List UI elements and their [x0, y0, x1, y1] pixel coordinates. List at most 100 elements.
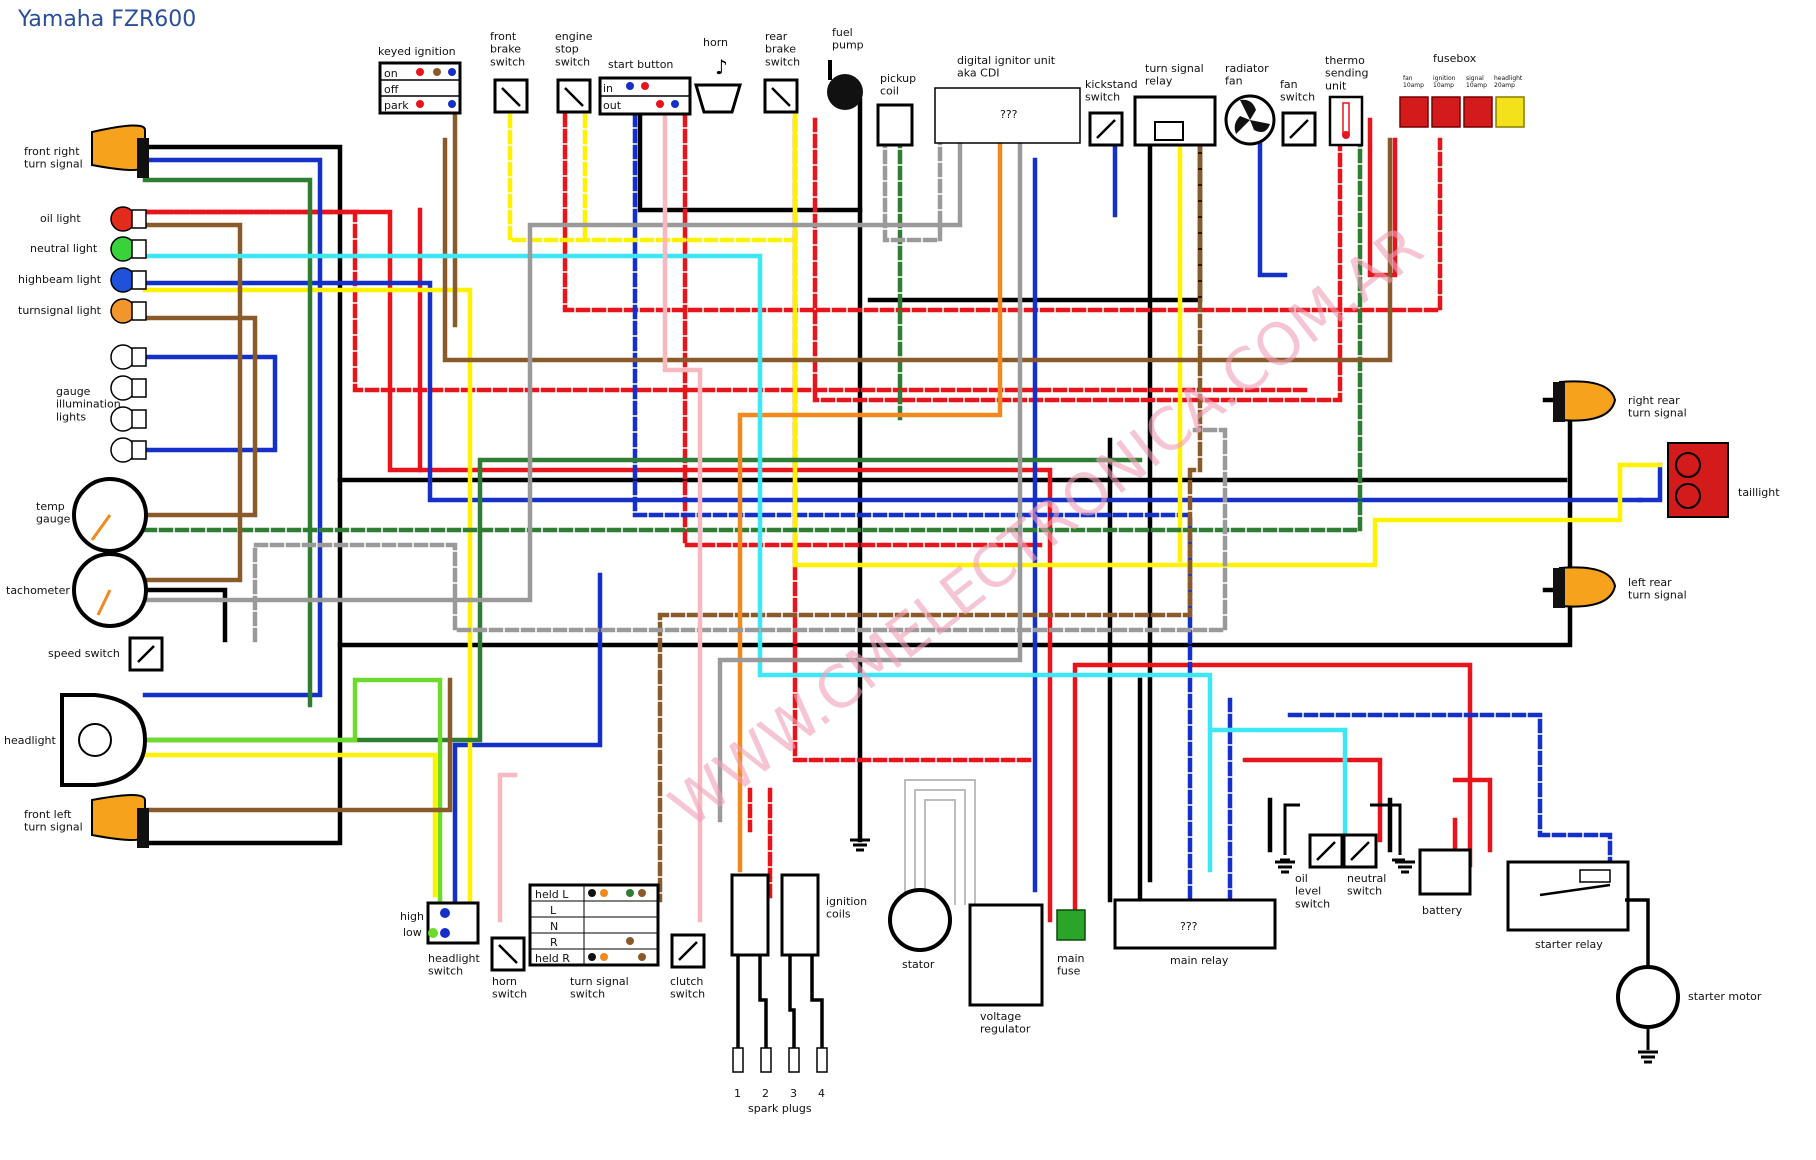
watermark: WWW.CMELECTRONICA.COM.AR: [657, 212, 1435, 841]
wire-gray-2: [717, 137, 1023, 823]
wire-blue-2: [142, 354, 278, 453]
wire-black-gauge: [142, 587, 228, 643]
label-tachometer: tachometer: [6, 584, 70, 597]
label-battery: battery: [1422, 904, 1463, 917]
label-starter-relay: starter relay: [1535, 938, 1603, 951]
wire-pink-1: [662, 112, 703, 923]
label-horn: horn: [703, 36, 728, 49]
wire-brown-1: [142, 222, 243, 583]
wire-red-5: [1242, 757, 1383, 843]
headlight: headlight: [4, 693, 148, 787]
wire-green-dash-1: [142, 137, 1363, 533]
stator: stator: [888, 779, 976, 971]
label-stator: stator: [902, 958, 935, 971]
wire-blue-4: [1637, 462, 1663, 503]
turn-pos-l: L: [550, 904, 557, 917]
wire-red-dash-3: [812, 117, 1343, 403]
wire-yellow-3: [792, 112, 1623, 568]
wire-gray-dash-2: [882, 117, 943, 243]
wire-blue-dash-2: [1287, 712, 1613, 863]
horn: horn ♪: [693, 36, 743, 114]
plug-number-4: 4: [818, 1087, 825, 1100]
tachometer: tachometer: [6, 552, 148, 628]
ignition-pos-park: park: [384, 99, 409, 112]
diagram-title: Yamaha FZR600: [17, 7, 196, 32]
plug-number-2: 2: [762, 1087, 769, 1100]
ground-symbols: [850, 838, 1658, 1064]
turn-pos-held-l: held L: [535, 888, 569, 901]
start-button: start button in out: [598, 58, 692, 116]
ignition-pos-off: off: [384, 83, 399, 96]
wire-cyan-1: [142, 253, 1213, 873]
cdi-inner: ???: [1000, 108, 1018, 121]
wire-red-4: [1072, 662, 1473, 923]
indicator-lights: oil light neutral light highbeam light t…: [18, 206, 147, 463]
label-taillight: taillight: [1738, 486, 1780, 499]
wire-blue-1: [142, 157, 323, 698]
wire-red-dash-6: [747, 787, 773, 903]
label-turnsignal-light: turnsignal light: [18, 304, 102, 317]
wire-brown-dash-1: [657, 137, 1203, 903]
label-oil-light: oil light: [40, 212, 81, 225]
starter-relay: starter relay: [1506, 860, 1630, 951]
plug-number-3: 3: [790, 1087, 797, 1100]
turn-pos-held-r: held R: [535, 952, 570, 965]
wire-orange-1: [737, 137, 1003, 873]
label-highbeam-light: highbeam light: [18, 273, 102, 286]
wire-lightgreen: [142, 677, 443, 913]
turn-pos-n: N: [550, 920, 558, 933]
wire-red-dash-4: [682, 112, 1043, 548]
main-relay-inner: ???: [1180, 920, 1198, 933]
wire-blue-7: [452, 572, 603, 933]
wire-brown-2: [142, 315, 258, 518]
starter-motor: starter motor: [1616, 898, 1762, 1050]
label-spark-plugs: spark plugs: [748, 1102, 812, 1115]
wire-gray-1: [142, 137, 963, 603]
label-fusebox: fusebox: [1433, 52, 1477, 65]
turn-pos-r: R: [550, 936, 558, 949]
horn-note-icon: ♪: [715, 55, 728, 79]
label-keyed-ignition: keyed ignition: [378, 45, 456, 58]
wire-blue-5: [1257, 117, 1288, 278]
wire-green-1: [142, 177, 313, 708]
wire-black-3: [1267, 797, 1393, 853]
